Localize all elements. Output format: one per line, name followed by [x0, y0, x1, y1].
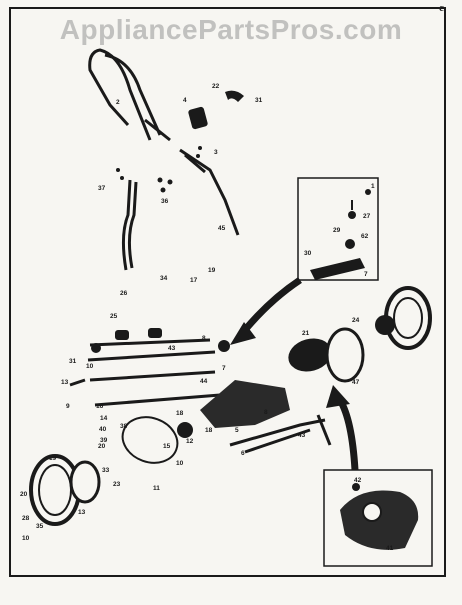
label-31-top: 31	[255, 97, 263, 104]
lower-handle	[179, 148, 240, 236]
label-19-top: 19	[208, 267, 216, 274]
label-9: 9	[66, 403, 70, 410]
label-27: 27	[363, 213, 371, 220]
label-13: 13	[78, 509, 86, 516]
label-20-top: 20	[98, 443, 106, 450]
label-14: 14	[100, 415, 108, 422]
side-plate-right	[288, 338, 332, 372]
corner-mark: c	[439, 2, 444, 14]
label-2: 2	[116, 99, 120, 106]
label-25: 25	[110, 313, 118, 320]
label-43: 43	[168, 345, 176, 352]
label-26: 26	[120, 290, 128, 297]
label-28: 28	[22, 515, 30, 522]
upper-handle	[88, 48, 171, 142]
drive-gear-left	[177, 422, 193, 438]
pointer-arrow-lower-head	[326, 385, 350, 408]
left-wheel	[29, 454, 101, 526]
label-30: 30	[304, 250, 312, 257]
label-31-left: 31	[69, 358, 77, 365]
label-44: 44	[200, 378, 208, 385]
label-34: 34	[160, 275, 168, 282]
label-39: 39	[100, 437, 108, 444]
label-35: 35	[36, 523, 44, 530]
bed-knife-bar	[229, 418, 326, 447]
label-45: 45	[218, 225, 226, 232]
label-62: 62	[361, 233, 369, 240]
label-41: 41	[386, 545, 394, 552]
diagram-border	[9, 7, 446, 577]
inset-detail-bottom	[323, 469, 433, 567]
label-37: 37	[98, 185, 106, 192]
reel-frame	[200, 380, 290, 428]
label-3: 3	[214, 149, 218, 156]
label-10-top: 10	[86, 363, 94, 370]
label-8-top: 8	[202, 335, 206, 342]
label-11: 11	[153, 485, 160, 492]
label-21: 21	[302, 330, 310, 337]
inset-detail-top	[297, 177, 379, 281]
label-43-shaft: 43	[298, 432, 306, 439]
pointer-arrow-lower	[336, 398, 359, 471]
label-19: 19	[49, 455, 57, 462]
label-8: 8	[264, 409, 268, 416]
label-40: 40	[99, 426, 107, 433]
label-10: 10	[176, 460, 184, 467]
right-wheel	[375, 286, 432, 350]
label-7-inset: 7	[364, 271, 368, 278]
part-number-labels: 2 3 4 22 31 37 36 45 1 27 29 62 30 7 34 …	[20, 83, 394, 552]
label-16: 16	[96, 403, 104, 410]
label-15: 15	[163, 443, 171, 450]
pointer-arrow-upper	[242, 277, 302, 333]
label-5: 5	[235, 427, 239, 434]
label-10-bottom: 10	[22, 535, 30, 542]
label-17: 17	[190, 277, 198, 284]
label-42: 42	[354, 477, 362, 484]
label-36: 36	[161, 198, 169, 205]
roller-bushings	[91, 328, 230, 353]
pointer-arrow-upper-head	[230, 322, 256, 345]
side-handle-bar	[121, 179, 138, 271]
label-29: 29	[333, 227, 341, 234]
label-13-left: 13	[61, 379, 69, 386]
label-18-top: 18	[176, 410, 184, 417]
hardware-dots	[116, 146, 202, 193]
label-4: 4	[183, 97, 187, 104]
cable-clip	[225, 90, 244, 102]
label-38: 38	[120, 423, 128, 430]
label-1: 1	[371, 183, 375, 190]
label-24: 24	[352, 317, 360, 324]
roller-axle-assembly	[69, 338, 221, 407]
label-33: 33	[102, 467, 110, 474]
label-18: 18	[205, 427, 213, 434]
label-6: 6	[241, 450, 245, 457]
label-12: 12	[186, 438, 194, 445]
label-20: 20	[20, 491, 28, 498]
side-plate-left	[121, 416, 179, 464]
label-22: 22	[212, 83, 220, 90]
axle-shaft	[244, 428, 311, 454]
hub-cover	[325, 327, 365, 383]
label-47: 47	[352, 379, 360, 386]
control-knob	[188, 106, 208, 130]
label-23: 23	[113, 481, 121, 488]
label-7: 7	[222, 365, 226, 372]
axle-bolt	[316, 414, 332, 446]
